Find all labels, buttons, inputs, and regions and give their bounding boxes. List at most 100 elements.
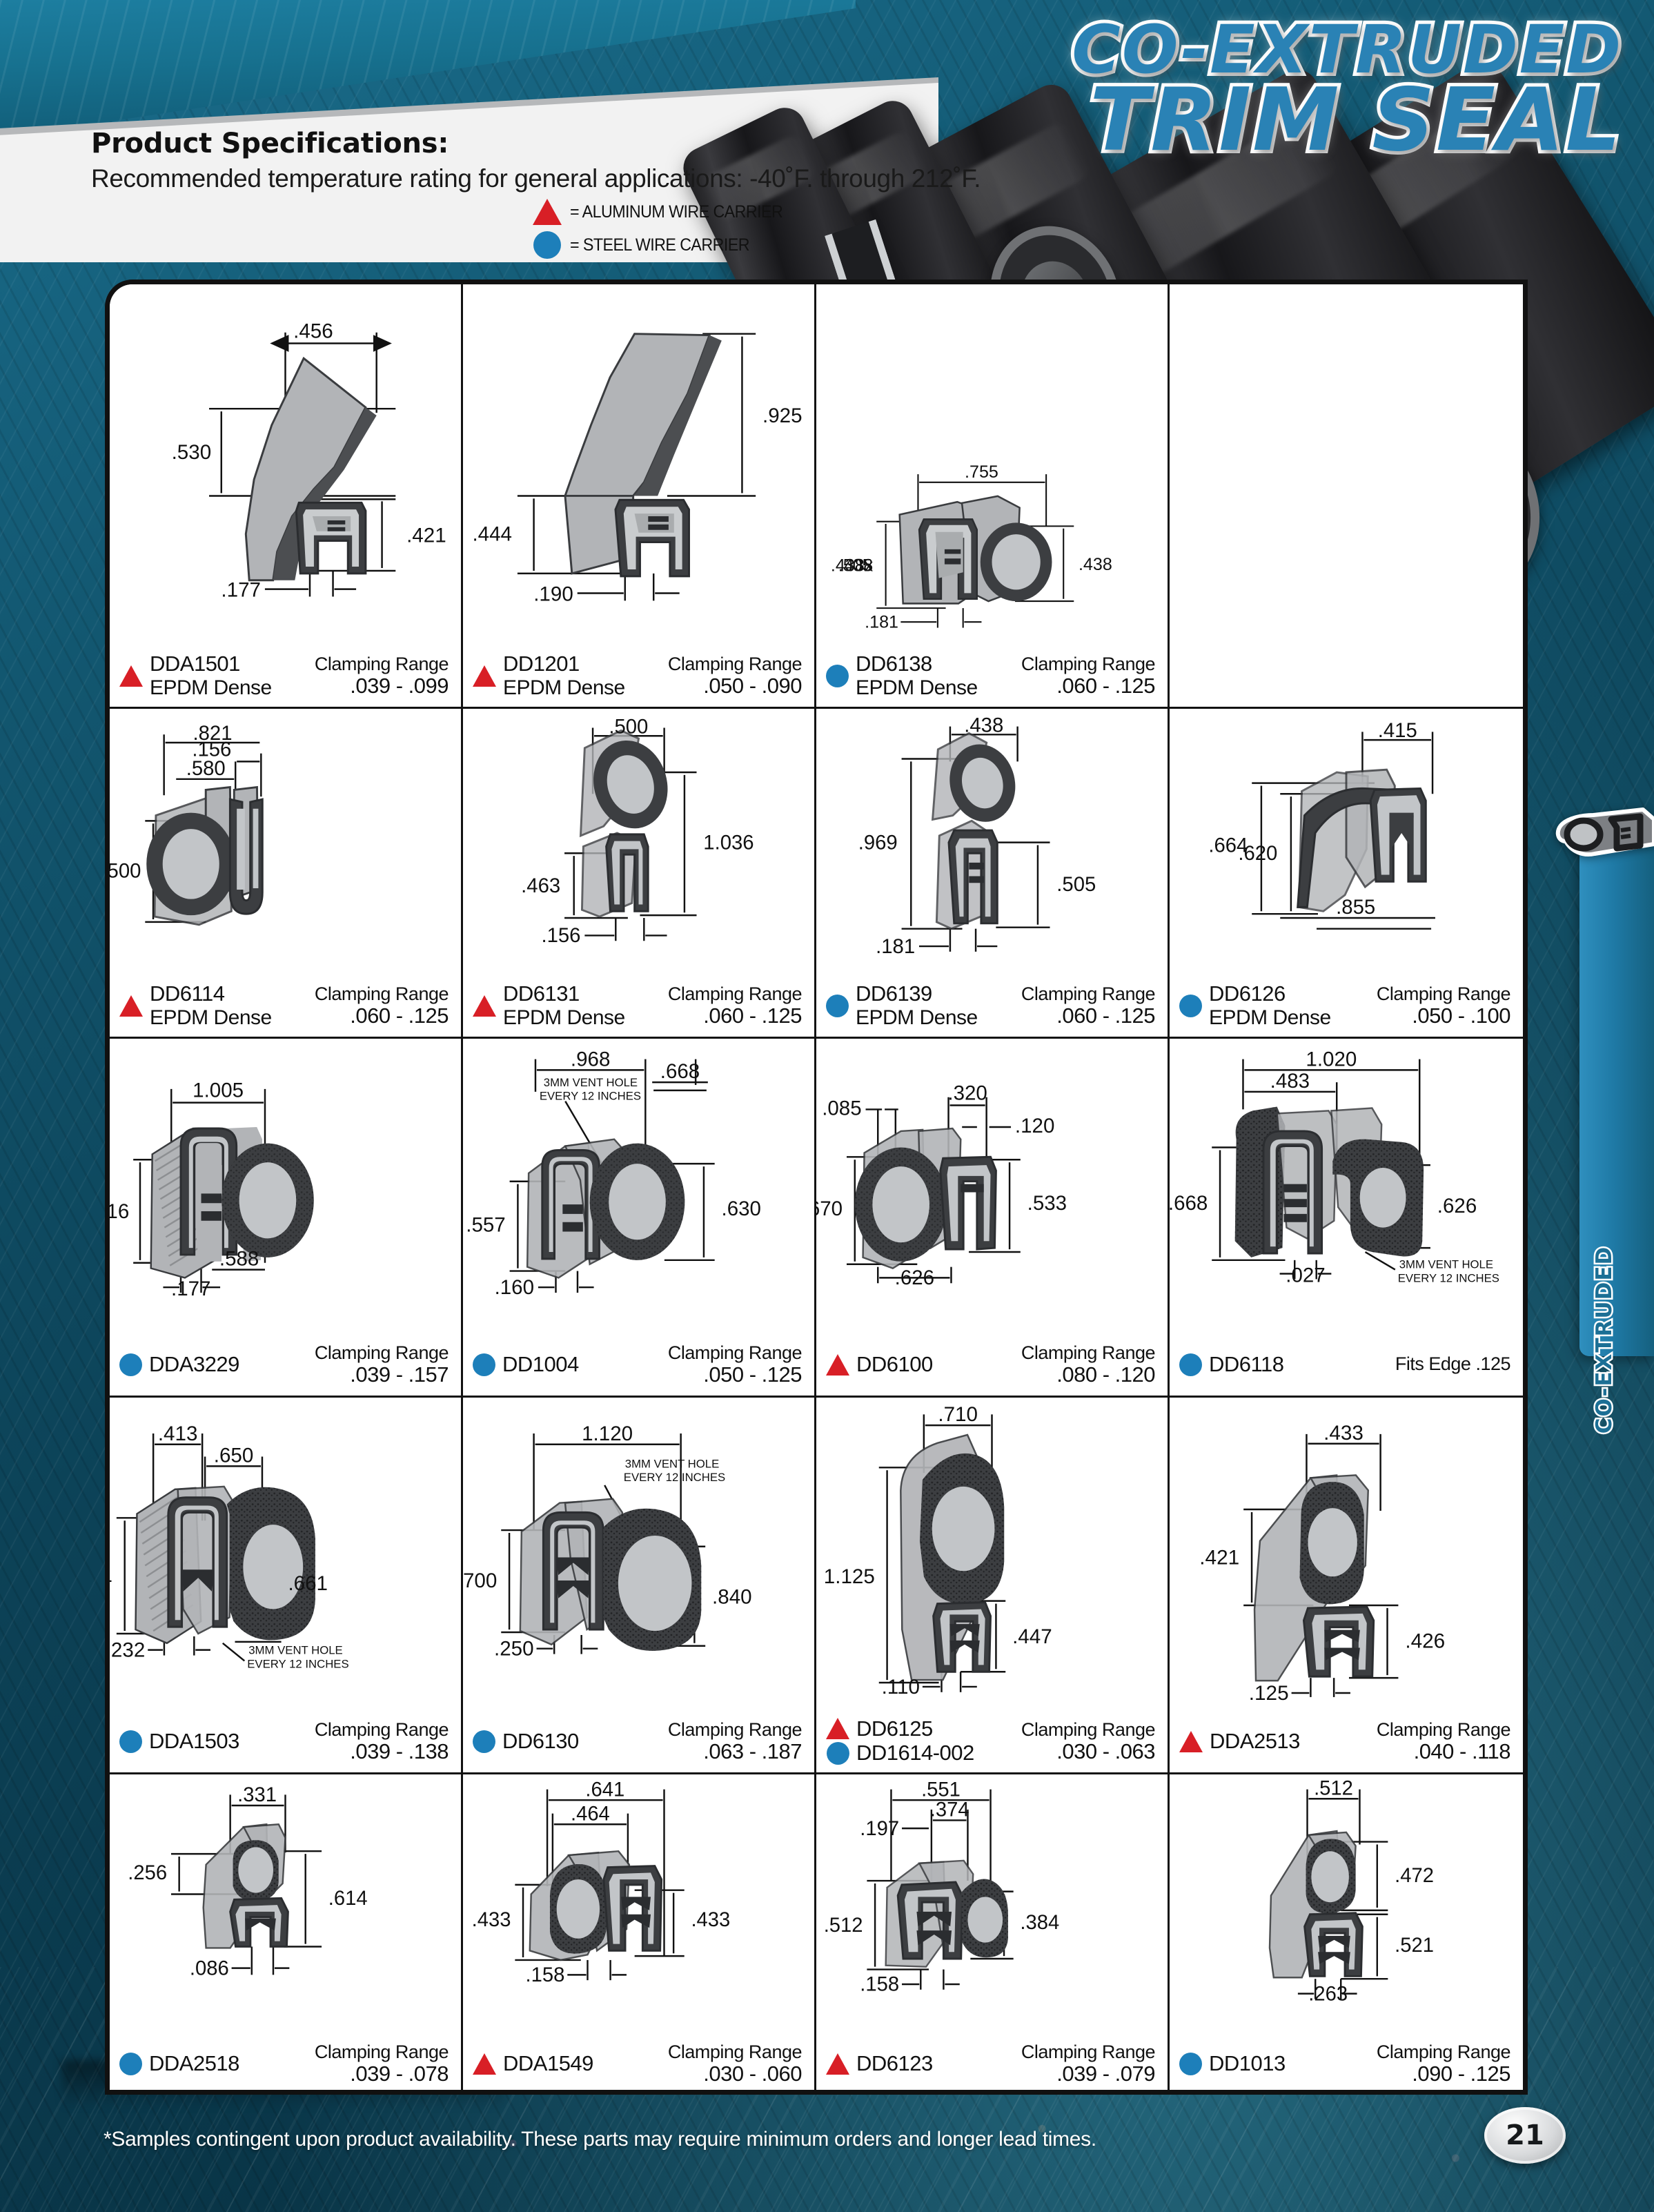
svg-text:.664: .664 [1208, 834, 1248, 857]
clamping-range-value: .030 - .063 [1056, 1739, 1155, 1763]
svg-text:.156: .156 [541, 924, 580, 947]
clamping-range-value: .060 - .125 [350, 1003, 449, 1028]
cell-footer-dd6138: DD6138 EPDM Dense Clamping Range .060 - … [816, 649, 1168, 703]
part-number: DDA1501 [150, 651, 240, 676]
cell-footer-dd6139: DD6139 EPDM Dense Clamping Range .060 - … [816, 979, 1168, 1032]
product-cell-dd6118[interactable]: 1.020 .483 .668 .626 .027 3MM VENT HOLE … [1170, 1039, 1523, 1398]
part-number: DD1004 [502, 1351, 579, 1376]
svg-text:.421: .421 [1199, 1546, 1239, 1569]
triangle-icon [473, 995, 496, 1017]
clamping-range-label: Clamping Range [1021, 1342, 1156, 1363]
vent-note-line1: 3MM VENT HOLE [1399, 1258, 1493, 1271]
svg-text:.661: .661 [288, 1572, 328, 1595]
clamping-range-value: .030 - .060 [703, 2061, 802, 2086]
svg-text:.755: .755 [965, 462, 998, 482]
svg-text:.438: .438 [1079, 555, 1112, 574]
circle-icon [1179, 1353, 1202, 1376]
clamping-range-label: Clamping Range [314, 1719, 449, 1740]
diagram-dd6125: .710 1.125 .447 .110 [816, 1403, 1168, 1713]
circle-icon [119, 1730, 142, 1753]
product-cell-dda1503[interactable]: .413 .650 .591 .661 .232 3MM VENT HOLE E… [110, 1398, 463, 1774]
svg-text:.463: .463 [521, 874, 560, 897]
product-cell-dd6126[interactable]: .415 .664 .620 .855 DD6126 EPDM Dense Cl… [1170, 709, 1523, 1039]
svg-text:1.120: 1.120 [582, 1422, 633, 1445]
product-cell-dd1013[interactable]: .512 .472 .521 .263 DD1013 Clamping Rang… [1170, 1774, 1523, 2090]
circle-icon [826, 664, 849, 687]
product-cell-dda1549[interactable]: .641 .464 .433 .433 .158 DDA1549 Clampin… [463, 1774, 816, 2090]
svg-text:.086: .086 [190, 1957, 229, 1979]
svg-text:.110: .110 [882, 1676, 920, 1699]
cell-footer-dd6100: DD6100 Clamping Range .080 - .120 [816, 1338, 1168, 1391]
cell-footer-dd6114: DD6114 EPDM Dense Clamping Range .060 - … [110, 979, 461, 1032]
svg-text:.433: .433 [472, 1909, 511, 1931]
svg-text:.438x: .438x [831, 556, 874, 576]
clamping-range-value: .060 - .125 [703, 1003, 802, 1028]
svg-text:.413: .413 [158, 1422, 198, 1445]
triangle-icon [531, 199, 563, 225]
product-cell-dd6125[interactable]: .710 1.125 .447 .110 DD6125 DD1614-002 C… [816, 1398, 1170, 1774]
part-number: DD6130 [502, 1728, 579, 1753]
part-material: EPDM Dense [150, 676, 272, 699]
svg-text:.177: .177 [171, 1278, 210, 1300]
page-number: 21 [1506, 2120, 1544, 2151]
svg-text:.331: .331 [237, 1784, 277, 1806]
circle-icon [119, 2052, 142, 2075]
side-tab-label: CO-EXTRUDED [1591, 1244, 1619, 1435]
product-cell-dd6131[interactable]: .500 1.036 .463 .156 DD6131 EPDM Dense C… [463, 709, 816, 1039]
cell-footer-dd6125: DD6125 DD1614-002 Clamping Range .030 - … [816, 1714, 1168, 1768]
svg-text:.433: .433 [1323, 1422, 1363, 1445]
svg-text:.591: .591 [110, 1564, 112, 1587]
svg-text:.483: .483 [1270, 1070, 1310, 1093]
diagram-dda3229: 1.005 .616 .588 .177 [110, 1044, 461, 1336]
section-side-tab[interactable]: CO-EXTRUDED [1555, 808, 1654, 1436]
cell-footer-dda1503: DDA1503 Clamping Range .039 - .138 [110, 1714, 461, 1768]
product-cell-dd6130[interactable]: 1.120 .700 .840 .250 3MM VENT HOLE EVERY… [463, 1398, 816, 1774]
svg-text:.650: .650 [214, 1444, 254, 1467]
clamping-range-value: .039 - .099 [350, 673, 449, 698]
product-cell-dda2518[interactable]: .331 .256 .614 .086 DDA2518 Clamping Ran… [110, 1774, 463, 2090]
product-cell-dda1501[interactable]: .456 .530 .421 .177 DDA1501 EPDM Dense [110, 284, 463, 709]
product-cell-dd6100[interactable]: .085 .320 .120 .670 .533 .626 DD6100 Cla… [816, 1039, 1170, 1398]
svg-text:.616: .616 [110, 1200, 129, 1223]
svg-text:.641: .641 [585, 1780, 624, 1801]
product-cell-dd6138[interactable]: .755 .438x .438 .505 .438 .181 DD6138 EP… [816, 284, 1170, 709]
clamping-range-value: .050 - .090 [703, 673, 802, 698]
svg-text:.156: .156 [192, 738, 231, 761]
diagram-dd1201: .925 .444 .190 [463, 290, 814, 647]
svg-text:.433: .433 [691, 1909, 730, 1931]
svg-text:.668: .668 [660, 1060, 700, 1083]
triangle-icon [119, 665, 143, 687]
svg-text:.384: .384 [1020, 1912, 1059, 1934]
circle-icon [473, 1353, 495, 1376]
svg-text:.588: .588 [219, 1248, 259, 1271]
footnote-text: *Samples contingent upon product availab… [104, 2128, 1096, 2151]
part-number-secondary: DD1614-002 [856, 1741, 974, 1765]
cell-footer-dd6130: DD6130 Clamping Range .063 - .187 [463, 1714, 814, 1768]
product-cell-dd6114[interactable]: .821 .156 .580 .500 DD6114 EPDM Dense Cl… [110, 709, 463, 1039]
product-cell-dda2513[interactable]: .433 .421 .426 .125 DDA2513 Clamping Ran… [1170, 1398, 1523, 1774]
diagram-dd6139: .438 .969 .505 .181 [816, 714, 1168, 977]
clamping-range-label: Clamping Range [314, 1342, 449, 1363]
clamping-range-value: .090 - .125 [1412, 2061, 1510, 2086]
part-number: DD1201 [503, 651, 580, 676]
part-number: DD6114 [150, 981, 225, 1006]
clamping-range-label: Clamping Range [667, 653, 803, 674]
svg-text:.374: .374 [930, 1799, 969, 1821]
svg-text:.500: .500 [110, 859, 141, 882]
product-cell-dd1201[interactable]: .925 .444 .190 DD1201 EPDM Dense Clampin… [463, 284, 816, 709]
product-cell-dda3229[interactable]: 1.005 .616 .588 .177 DDA3229 Clamping Ra… [110, 1039, 463, 1398]
part-number: DDA2518 [149, 2050, 239, 2075]
svg-text:.530: .530 [172, 441, 212, 464]
product-cell-dd6123[interactable]: .551 .374 .197 .512 .384 .158 DD6123 Cla… [816, 1774, 1170, 2090]
triangle-icon [119, 995, 143, 1017]
page-number-badge: 21 [1484, 2107, 1566, 2164]
title-line-2: TRIM SEAL [1086, 69, 1624, 171]
svg-text:.668: .668 [1170, 1192, 1208, 1215]
product-cell-dd6139[interactable]: .438 .969 .505 .181 DD6139 EPDM Dense Cl… [816, 709, 1170, 1039]
svg-text:.320: .320 [947, 1082, 987, 1105]
svg-text:.177: .177 [221, 578, 261, 601]
svg-text:1.020: 1.020 [1306, 1048, 1357, 1070]
product-cell-dd1004[interactable]: .968 .668 .630 .557 .160 3MM VENT HOLE E… [463, 1039, 816, 1398]
svg-text:.580: .580 [186, 757, 226, 780]
diagram-dda2518: .331 .256 .614 .086 [110, 1780, 461, 2035]
